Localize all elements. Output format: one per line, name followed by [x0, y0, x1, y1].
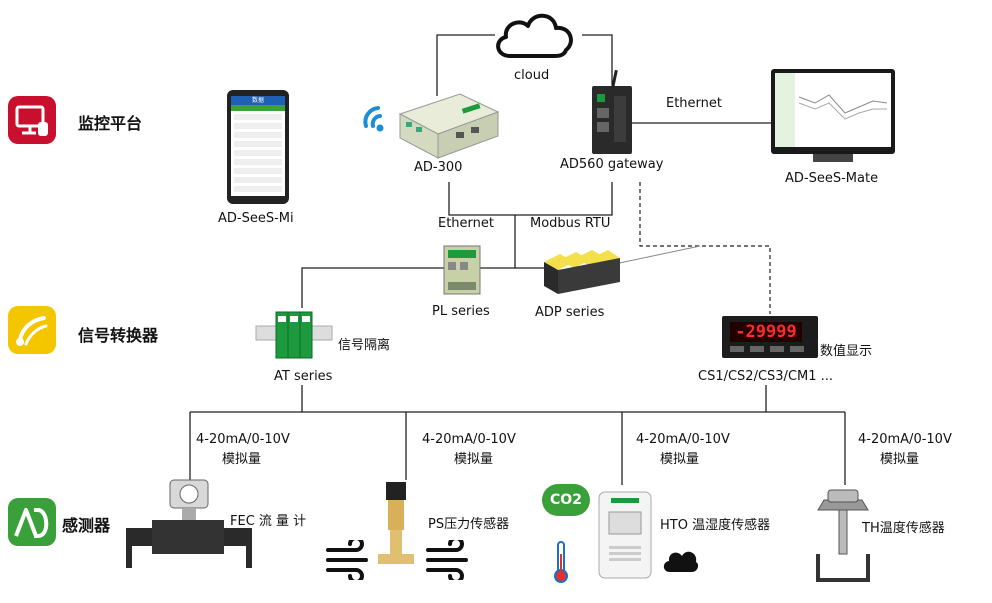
ad-300-label: AD-300: [414, 160, 463, 175]
hto-sensor-device: [598, 491, 652, 579]
fec-flow-meter-device: [126, 479, 252, 568]
signal-range-4: 4-20mA/0-10V: [858, 432, 952, 447]
converter-category-label: 信号转换器: [78, 326, 159, 345]
phone-device: 数据: [227, 90, 289, 204]
ethernet-mid-label: Ethernet: [438, 216, 494, 231]
signal-unit-1: 模拟量: [222, 452, 262, 467]
cloud-label: cloud: [514, 68, 550, 83]
pl-series-device: [443, 245, 481, 295]
adp-series-label: ADP series: [535, 305, 605, 320]
wind-icon: [326, 540, 368, 580]
signal-range-2: 4-20mA/0-10V: [422, 432, 516, 447]
ad-300-device: [398, 93, 500, 159]
ad-sees-mi-label: AD-SeeS-Mi: [218, 211, 294, 226]
display-label: 数值显示: [820, 344, 873, 359]
monitoring-category-icon: [8, 96, 56, 144]
ps-label: PS压力传感器: [428, 517, 510, 532]
cloud-icon: [496, 13, 573, 58]
ad560-gateway-device: [592, 86, 632, 154]
adp-series-device: [544, 250, 620, 294]
th-label: TH温度传感器: [862, 521, 945, 536]
co2-cloud-icon: CO2: [542, 484, 590, 516]
thermometer-icon: [554, 541, 568, 583]
wind-icon: [426, 540, 468, 580]
signal-unit-3: 模拟量: [660, 452, 700, 467]
signal-unit-2: 模拟量: [454, 452, 494, 467]
signal-range-3: 4-20mA/0-10V: [636, 432, 730, 447]
ethernet-top-label: Ethernet: [666, 96, 722, 111]
ps-pressure-sensor-device: [378, 482, 414, 564]
cs-series-label: CS1/CS2/CS3/CM1 ...: [698, 369, 834, 384]
sensor-category-label: 感测器: [62, 516, 111, 535]
converter-category-icon: [8, 306, 56, 354]
modbus-rtu-label: Modbus RTU: [530, 216, 611, 231]
phone-header: 数据: [231, 96, 285, 105]
panel-meter-device: -29999: [722, 316, 818, 358]
hto-label: HTO 温湿度传感器: [660, 518, 771, 533]
signal-range-1: 4-20mA/0-10V: [196, 432, 290, 447]
at-series-device: [255, 311, 333, 359]
at-series-label: AT series: [274, 369, 333, 384]
monitor-device: [771, 69, 895, 154]
monitor-stand: [813, 154, 853, 162]
wifi-icon: [363, 106, 384, 132]
pl-series-label: PL series: [432, 304, 490, 319]
isolation-label: 信号隔离: [338, 338, 391, 353]
monitoring-category-label: 监控平台: [78, 114, 143, 133]
sensor-category-icon: [8, 498, 56, 546]
signal-unit-4: 模拟量: [880, 452, 920, 467]
ad560-gateway-label: AD560 gateway: [560, 157, 664, 172]
fec-label: FEC 流 量 计: [230, 514, 307, 529]
th-temperature-sensor-device: [816, 489, 870, 582]
ad-sees-mate-label: AD-SeeS-Mate: [785, 171, 879, 186]
panel-meter-display: -29999: [730, 322, 802, 342]
co2-small-cloud-icon: [663, 551, 699, 572]
